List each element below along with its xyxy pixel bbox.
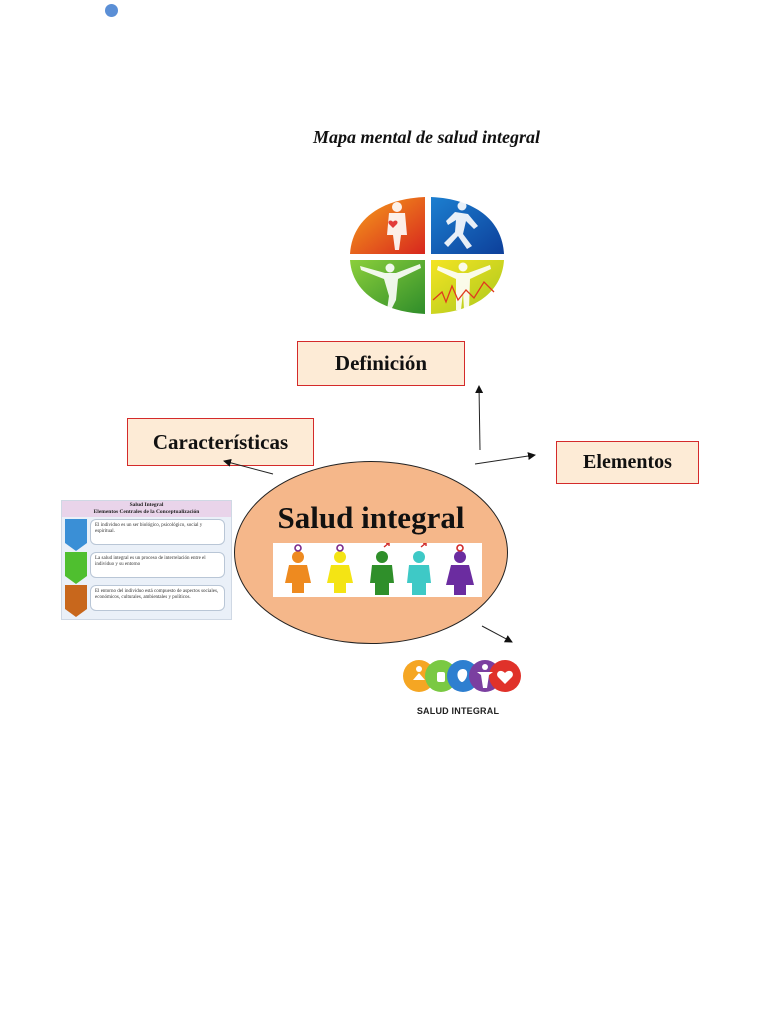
center-label: Salud integral (277, 500, 465, 535)
node-caracteristicas-label: Características (152, 429, 289, 454)
gender-people-icon (285, 542, 474, 595)
arrow-to-logo (481, 625, 513, 643)
node-caracteristicas: Características (127, 418, 314, 466)
people-icons-strip (273, 542, 482, 597)
bullet-dot (105, 4, 118, 17)
node-elementos: Elementos (556, 441, 699, 484)
chevron-orange-icon (65, 585, 87, 617)
quadrant-blue (431, 197, 504, 254)
infographic-title: Salud Integral (129, 502, 164, 508)
arrow-to-definicion (475, 385, 484, 451)
node-definicion-label: Definición (334, 351, 428, 375)
chevron-green-icon (65, 552, 87, 584)
infographic-item-3: El entorno del individuo está compuesto … (90, 585, 225, 611)
chevron-blue-icon (65, 519, 87, 551)
diagram-title: Mapa mental de salud integral (312, 127, 541, 147)
quadrant-green (350, 260, 425, 314)
node-definicion: Definición (297, 341, 465, 386)
infographic-subtitle: Elementos Centrales de la Conceptualizac… (93, 509, 200, 515)
arrow-to-elementos (474, 452, 536, 465)
infographic-item-1: El individuo es un ser biológico, psicol… (90, 519, 225, 545)
quadrant-yellow (431, 260, 504, 314)
infographic-heading: Salud Integral Elementos Centrales de la… (62, 501, 231, 517)
node-elementos-label: Elementos (583, 451, 672, 473)
logo-caption: SALUD INTEGRAL (416, 706, 500, 716)
infographic-item-2: La salud integral es un proceso de inter… (90, 552, 225, 578)
quadrant-red (350, 197, 425, 254)
infographic-panel: Salud Integral Elementos Centrales de la… (61, 500, 232, 620)
